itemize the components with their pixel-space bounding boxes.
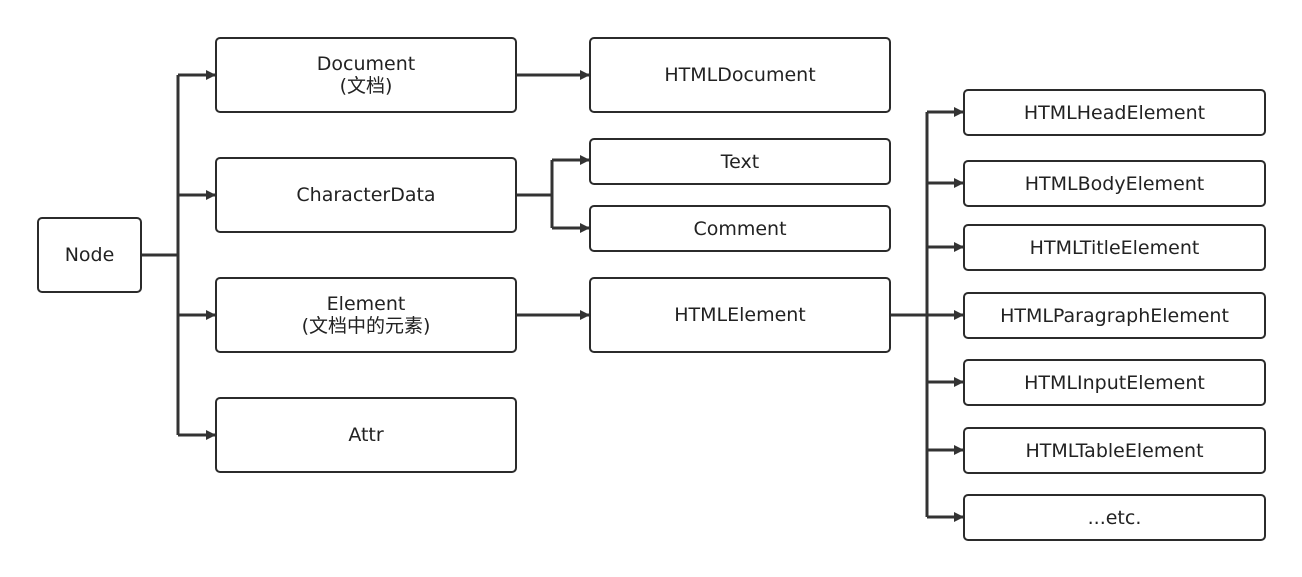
node-htmlelement: HTMLElement bbox=[589, 277, 891, 353]
node-comment-label: Comment bbox=[693, 217, 787, 240]
node-htmlbodyelement: HTMLBodyElement bbox=[963, 160, 1266, 207]
node-node: Node bbox=[37, 217, 142, 293]
node-element-sublabel: (文档中的元素) bbox=[301, 315, 431, 337]
node-htmltableelement-label: HTMLTableElement bbox=[1025, 439, 1204, 462]
node-htmlparagraphelement: HTMLParagraphElement bbox=[963, 292, 1266, 339]
node-htmlparagraphelement-label: HTMLParagraphElement bbox=[1000, 304, 1229, 327]
node-htmlbodyelement-label: HTMLBodyElement bbox=[1024, 172, 1205, 195]
node-characterdata: CharacterData bbox=[215, 157, 517, 233]
node-attr: Attr bbox=[215, 397, 517, 473]
node-htmlinputelement-label: HTMLInputElement bbox=[1024, 371, 1205, 394]
node-htmltitleelement-label: HTMLTitleElement bbox=[1029, 236, 1200, 259]
node-htmlelement-label: HTMLElement bbox=[674, 304, 806, 326]
node-characterdata-label: CharacterData bbox=[296, 184, 436, 206]
node-element: Element (文档中的元素) bbox=[215, 277, 517, 353]
node-attr-label: Attr bbox=[348, 424, 384, 446]
node-htmltitleelement: HTMLTitleElement bbox=[963, 224, 1266, 271]
node-htmlheadelement: HTMLHeadElement bbox=[963, 89, 1266, 136]
node-text: Text bbox=[589, 138, 891, 185]
node-etc: ...etc. bbox=[963, 494, 1266, 541]
node-htmldocument: HTMLDocument bbox=[589, 37, 891, 113]
node-comment: Comment bbox=[589, 205, 891, 252]
node-text-label: Text bbox=[720, 150, 760, 173]
node-document-label: Document bbox=[316, 53, 416, 75]
node-htmlheadelement-label: HTMLHeadElement bbox=[1023, 101, 1206, 124]
node-htmlinputelement: HTMLInputElement bbox=[963, 359, 1266, 406]
node-document: Document (文档) bbox=[215, 37, 517, 113]
node-htmldocument-label: HTMLDocument bbox=[664, 64, 816, 86]
node-etc-label: ...etc. bbox=[1087, 506, 1142, 529]
node-element-label: Element bbox=[326, 293, 406, 315]
node-htmltableelement: HTMLTableElement bbox=[963, 427, 1266, 474]
node-node-label: Node bbox=[64, 244, 115, 266]
node-document-sublabel: (文档) bbox=[339, 75, 393, 97]
